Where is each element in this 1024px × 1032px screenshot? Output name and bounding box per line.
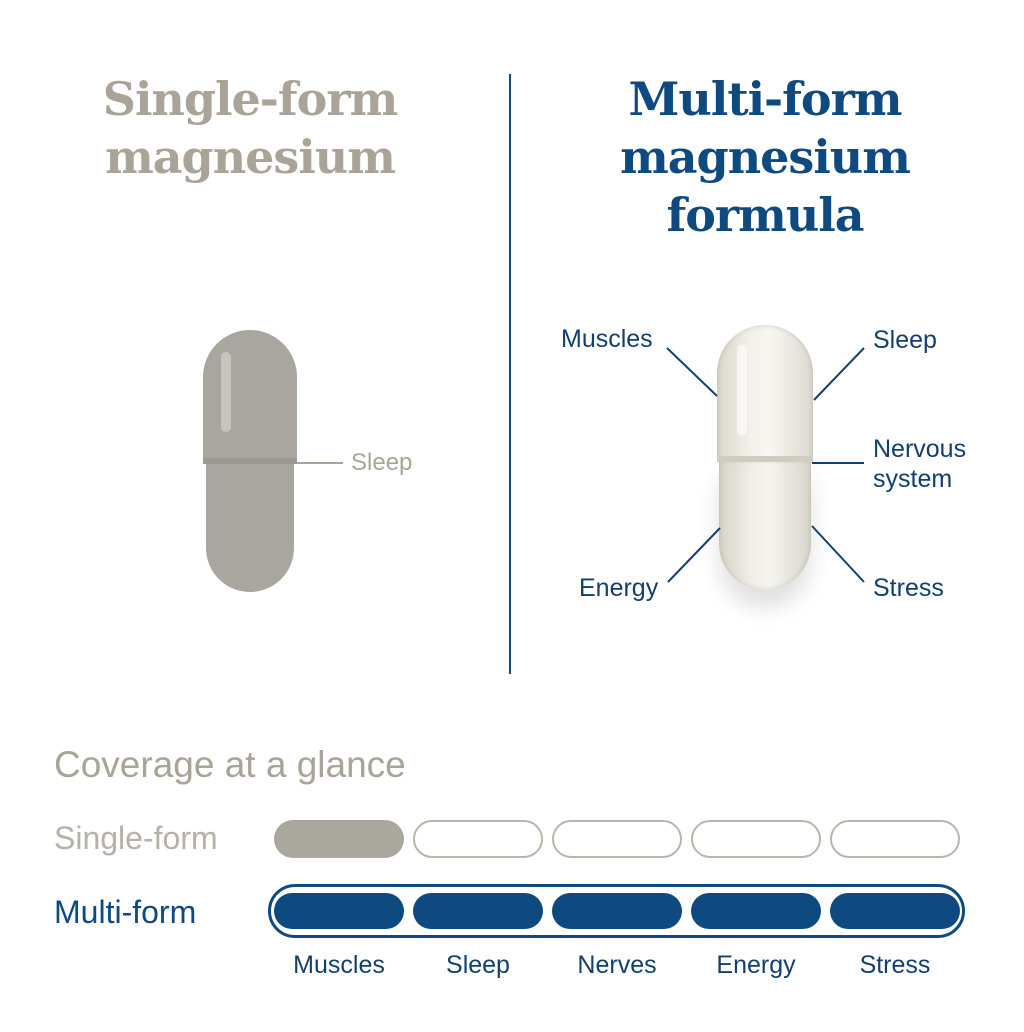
single-form-coverage-pill <box>691 820 821 858</box>
panel-divider <box>509 74 511 674</box>
single-form-sleep-label: Sleep <box>351 449 413 476</box>
category-label: Muscles <box>293 951 385 979</box>
multi-form-coverage-pill <box>413 893 543 929</box>
leader-muscles <box>666 347 718 397</box>
multi-form-heading: Multi-form magnesium formula <box>560 70 970 244</box>
multi-form-heading-line1: Multi-form <box>628 72 902 126</box>
single-form-capsule-icon <box>203 330 297 592</box>
single-form-coverage-pill <box>413 820 543 858</box>
multi-form-coverage-pill <box>274 893 404 929</box>
single-form-coverage-pill <box>274 820 404 858</box>
multi-form-heading-line2: magnesium <box>620 130 911 184</box>
leader-energy <box>667 527 721 583</box>
multi-form-nervous-label-line1: Nervous <box>873 435 967 463</box>
leader-sleep <box>813 347 865 401</box>
category-label: Sleep <box>446 951 510 979</box>
coverage-title: Coverage at a glance <box>54 744 406 785</box>
multi-form-nervous-label: Nervous system <box>873 434 966 494</box>
multi-form-coverage-pill <box>691 893 821 929</box>
single-form-heading: Single-form magnesium <box>60 70 440 186</box>
single-form-coverage-pill <box>830 820 960 858</box>
single-form-coverage-pill <box>552 820 682 858</box>
multi-form-stress-label: Stress <box>873 574 944 602</box>
multi-form-coverage-pill <box>830 893 960 929</box>
category-label: Stress <box>859 951 931 979</box>
multi-form-energy-label: Energy <box>579 574 659 602</box>
leader-stress <box>811 525 865 583</box>
multi-form-coverage-frame <box>268 884 965 938</box>
multi-form-capsule-icon <box>717 325 813 590</box>
multi-form-leader-lines <box>666 347 865 583</box>
coverage-row-label-single: Single-form <box>54 820 218 856</box>
multi-form-nervous-label-line2: system <box>873 465 953 493</box>
multi-form-heading-line3: formula <box>666 188 864 242</box>
single-form-heading-line1: Single-form <box>102 72 399 126</box>
single-form-leader-line <box>297 462 343 464</box>
multi-form-muscles-label: Muscles <box>561 325 653 353</box>
category-label: Energy <box>716 951 796 979</box>
single-form-heading-line2: magnesium <box>105 130 396 184</box>
category-label: Nerves <box>577 951 657 979</box>
multi-form-sleep-label: Sleep <box>873 326 937 354</box>
multi-form-coverage-pill <box>552 893 682 929</box>
coverage-row-label-multi: Multi-form <box>54 894 197 930</box>
